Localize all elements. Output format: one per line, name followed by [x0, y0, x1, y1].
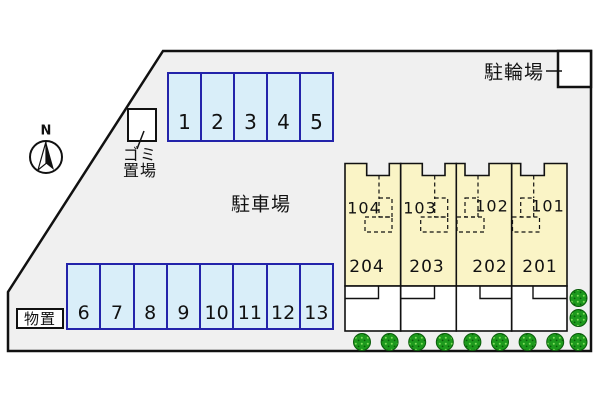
porch-step-1	[345, 286, 380, 300]
unit-label-101: 101	[531, 196, 565, 216]
unit-label-202: 202	[472, 257, 508, 277]
porch-step-4	[532, 286, 567, 300]
bush-icon	[518, 333, 537, 351]
porch-step-3	[479, 286, 512, 300]
bicycle-parking-box	[556, 49, 593, 89]
porch-unit-2	[399, 285, 458, 332]
parking-space-9: 9	[165, 265, 199, 328]
storage-box: 物置	[16, 308, 64, 329]
stairs-outline-unit-4	[511, 175, 541, 233]
parking-space-number: 12	[271, 302, 296, 324]
stairs-outline-unit-2	[420, 175, 449, 233]
storage-label: 物置	[23, 310, 56, 328]
parking-space-number: 2	[211, 110, 224, 134]
parking-space-number: 13	[304, 302, 329, 324]
parking-space-2: 2	[200, 74, 233, 140]
bush-icon	[491, 333, 509, 351]
parking-space-number: 7	[110, 302, 123, 324]
unit-label-102: 102	[475, 196, 509, 216]
parking-space-number: 5	[310, 110, 323, 134]
unit-label-201: 201	[522, 257, 558, 277]
parking-space-11: 11	[232, 265, 265, 328]
unit-label-204: 204	[349, 257, 385, 277]
bush-icon	[435, 333, 454, 351]
porch-unit-4	[510, 285, 568, 332]
parking-space-5: 5	[299, 74, 332, 140]
parking-space-3: 3	[233, 74, 266, 140]
unit-label-203: 203	[409, 257, 445, 277]
parking-space-number: 1	[178, 110, 191, 134]
unit-label-103: 103	[403, 198, 437, 218]
parking-space-6: 6	[68, 265, 99, 328]
parking-space-7: 7	[99, 265, 132, 328]
bush-icon	[569, 289, 588, 307]
parking-space-10: 10	[199, 265, 232, 328]
parking-space-number: 6	[77, 302, 90, 324]
parking-lot-label: 駐車場	[230, 193, 292, 216]
parking-space-12: 12	[265, 265, 299, 328]
bush-icon	[569, 333, 588, 351]
building-unit-4	[510, 162, 568, 287]
porch-unit-3	[455, 285, 513, 332]
parking-space-4: 4	[266, 74, 299, 140]
parking-space-number: 11	[237, 302, 262, 324]
parking-space-number: 10	[204, 302, 229, 324]
bush-icon	[546, 333, 565, 351]
stairs-outline-unit-3	[456, 175, 485, 233]
unit-label-104: 104	[347, 198, 381, 218]
bush-icon	[408, 333, 427, 351]
parking-space-8: 8	[132, 265, 166, 328]
parking-row-bottom: 6 7 8 9 10 11 12 13	[66, 263, 334, 330]
garbage-label-line2: 置場	[122, 161, 158, 180]
porch-unit-1	[344, 285, 402, 332]
garbage-label-line1: ゴミ	[122, 145, 158, 164]
parking-row-top: 1 2 3 4 5	[167, 72, 334, 142]
porch-step-2	[400, 286, 436, 300]
parking-space-number: 3	[244, 110, 257, 134]
compass-icon	[29, 140, 63, 174]
garbage-connector-line	[136, 130, 145, 150]
north-label: N	[40, 123, 52, 139]
bush-icon	[463, 333, 482, 351]
garbage-label: ゴミ 置場	[123, 147, 157, 179]
parking-space-number: 9	[177, 302, 190, 324]
bicycle-parking-label: 駐輪場	[483, 61, 545, 84]
parking-space-13: 13	[298, 265, 332, 328]
bush-icon	[569, 309, 588, 327]
bush-icon	[353, 333, 371, 351]
parking-space-number: 4	[277, 110, 290, 134]
parking-space-1: 1	[169, 74, 200, 140]
stairs-outline-unit-1	[364, 175, 393, 233]
parking-space-number: 8	[144, 302, 157, 324]
bush-icon	[380, 333, 399, 351]
